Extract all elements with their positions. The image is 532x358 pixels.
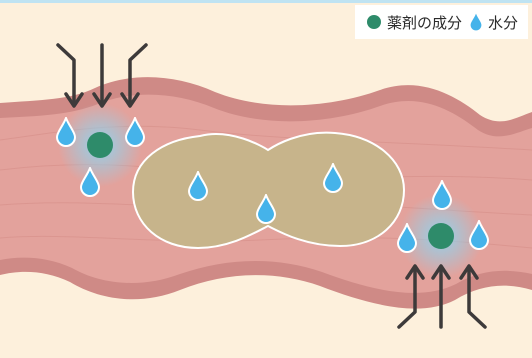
medicine-particle — [87, 132, 113, 158]
legend-label-medicine: 薬剤の成分 — [387, 12, 462, 33]
legend: 薬剤の成分 水分 — [355, 5, 528, 39]
legend-item-medicine: 薬剤の成分 — [367, 12, 462, 33]
medicine-particle — [428, 223, 454, 249]
medicine-dot-icon — [367, 15, 381, 29]
water-drop-icon — [470, 13, 482, 31]
legend-item-water: 水分 — [470, 12, 518, 33]
legend-label-water: 水分 — [488, 12, 518, 33]
